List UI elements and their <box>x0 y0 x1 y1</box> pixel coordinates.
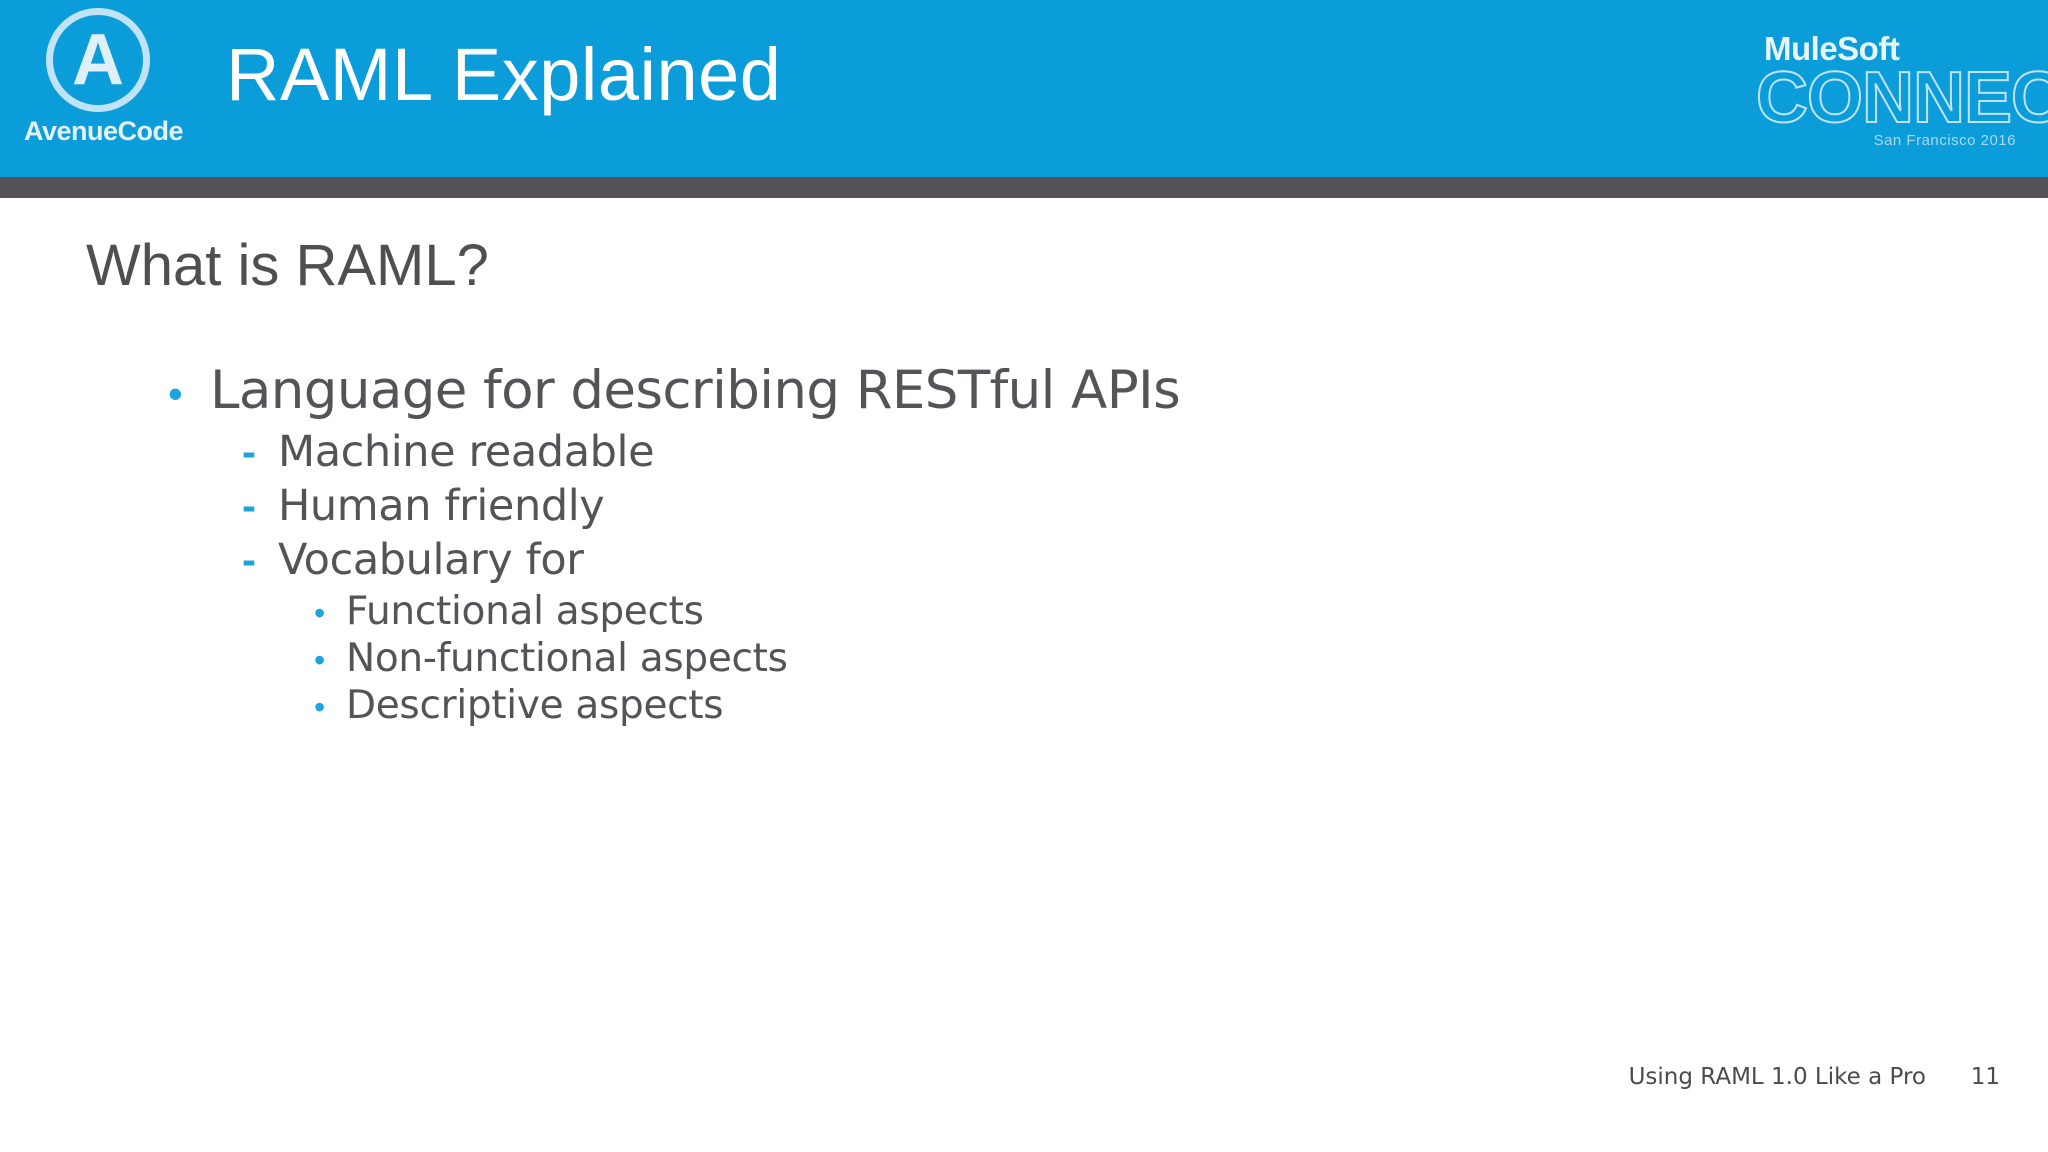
avenuecode-logo: A AvenueCode <box>24 4 184 169</box>
list-item-label: Non-functional aspects <box>346 636 788 681</box>
list-item-level2: - Machine readable <box>242 427 1868 477</box>
slide-header-band <box>0 0 2048 177</box>
list-item-label: Human friendly <box>278 481 605 531</box>
avenuecode-monogram-icon: A <box>72 20 124 100</box>
list-item-level3: • Functional aspects <box>314 589 1868 634</box>
section-heading: What is RAML? <box>86 233 489 298</box>
mulesoft-connect-logo: MuleSoft CONNECT San Francisco 2016 <box>1752 30 2048 154</box>
list-item-level3: • Descriptive aspects <box>314 683 1868 728</box>
footer-page-number: 11 <box>1970 1064 2000 1090</box>
header-divider-rule <box>0 177 2048 198</box>
bullet-dash-icon: - <box>242 536 256 583</box>
avenuecode-circle-icon <box>46 8 150 112</box>
list-item-level2: - Human friendly <box>242 481 1868 531</box>
bullet-dash-icon: - <box>242 428 256 475</box>
bullet-list: • Language for describing RESTful APIs -… <box>168 360 1868 730</box>
list-item-level1: • Language for describing RESTful APIs <box>168 360 1868 421</box>
bullet-dot-icon: • <box>314 642 326 678</box>
slide-title: RAML Explained <box>226 33 782 116</box>
mulesoft-wordmark: MuleSoft <box>1764 30 1900 67</box>
bullet-dot-icon: • <box>314 595 326 631</box>
list-item-level2: - Vocabulary for <box>242 535 1868 585</box>
list-item-label: Functional aspects <box>346 589 704 634</box>
footer-deck-title: Using RAML 1.0 Like a Pro <box>1628 1064 1926 1090</box>
list-item-label: Machine readable <box>278 427 655 477</box>
bullet-dash-icon: - <box>242 482 256 529</box>
list-item-label: Vocabulary for <box>278 535 584 585</box>
list-item-label: Language for describing RESTful APIs <box>210 360 1181 421</box>
list-item-label: Descriptive aspects <box>346 683 724 728</box>
bullet-dot-icon: • <box>168 370 183 417</box>
connect-location-year: San Francisco 2016 <box>1873 132 2016 149</box>
connect-wordmark: CONNECT <box>1755 58 2048 138</box>
bullet-dot-icon: • <box>314 689 326 725</box>
avenuecode-wordmark: AvenueCode <box>24 116 184 146</box>
list-item-level3: • Non-functional aspects <box>314 636 1868 681</box>
